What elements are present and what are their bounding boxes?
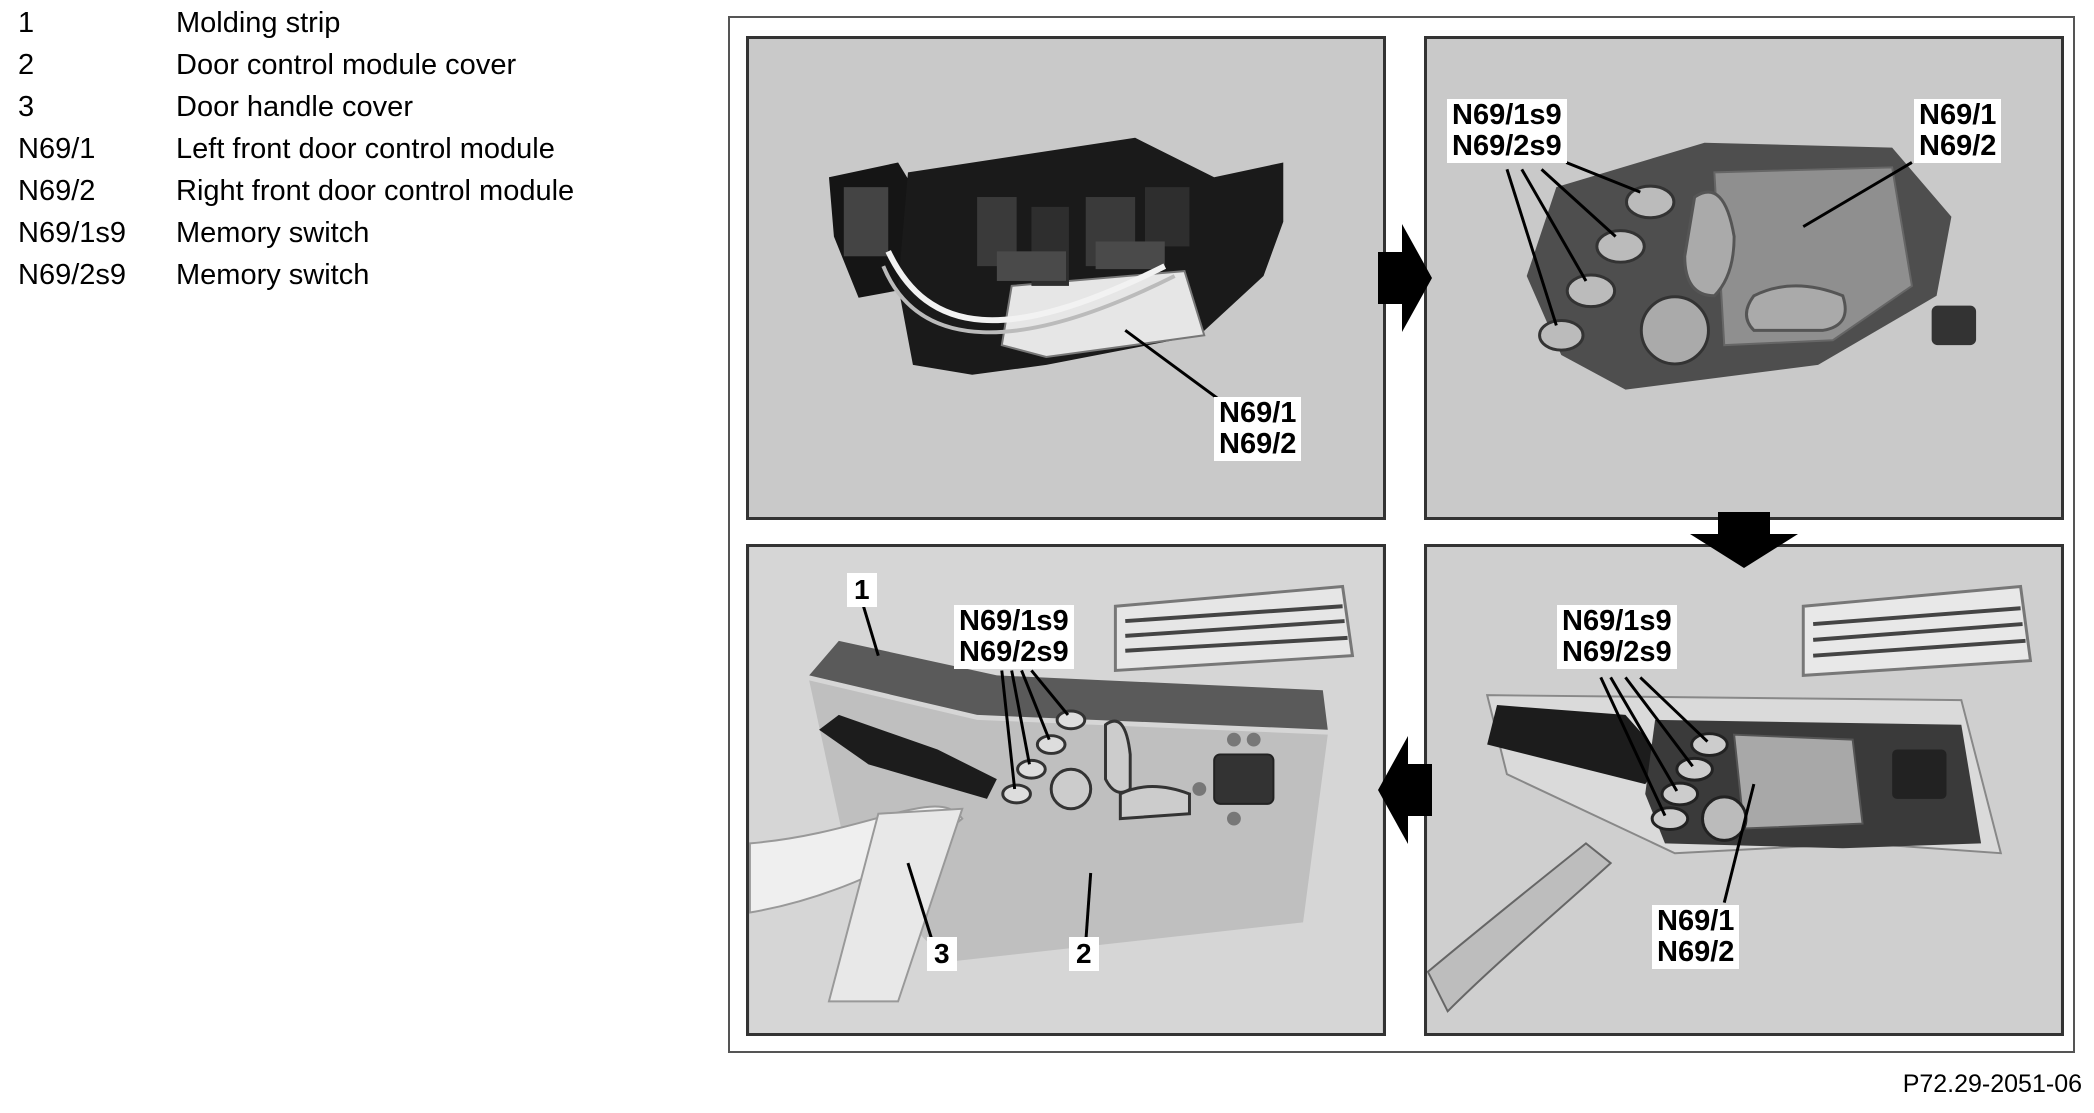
legend-description: Memory switch: [176, 216, 370, 249]
arrow-down-icon: [1690, 512, 1798, 568]
module-label-line2: N69/2: [1657, 936, 1735, 968]
legend-key: 2: [18, 48, 35, 81]
module-label-line1: N69/1: [1919, 99, 1997, 131]
legend-key: N69/1s9: [18, 216, 127, 249]
module-label-line2: N69/2: [1219, 428, 1297, 460]
legend-row: N69/1s9 Memory switch: [18, 212, 698, 254]
callout-number-3: 3: [927, 937, 957, 971]
arrow-right-icon: [1378, 224, 1432, 332]
legend-description: Door handle cover: [176, 90, 413, 123]
module-switches-illustration: [1505, 142, 1977, 390]
legend-description: Left front door control module: [176, 132, 555, 165]
legend-key: N69/1: [18, 132, 96, 165]
legend-key: 1: [18, 6, 35, 39]
module-label-line1: N69/1: [1219, 397, 1297, 429]
module-callout: N69/1 N69/2: [1652, 905, 1740, 969]
legend-row: 2 Door control module cover: [18, 44, 698, 86]
arrow-left-icon: [1378, 736, 1432, 844]
switch-callout: N69/1s9 N69/2s9: [1447, 99, 1567, 163]
switch-callout: N69/1s9 N69/2s9: [954, 605, 1074, 669]
legend-row: N69/2 Right front door control module: [18, 170, 698, 212]
module-installed-illustration: [1427, 547, 2061, 1033]
switch-label-line2: N69/2s9: [1562, 636, 1672, 668]
legend-description: Memory switch: [176, 258, 370, 291]
legend-key: N69/2s9: [18, 258, 127, 291]
module-label-line1: N69/1: [1657, 905, 1735, 937]
legend: 1 Molding strip 2 Door control module co…: [18, 2, 698, 296]
switch-label-line1: N69/1s9: [1562, 605, 1672, 637]
legend-row: 3 Door handle cover: [18, 86, 698, 128]
legend-row: N69/1 Left front door control module: [18, 128, 698, 170]
legend-description: Right front door control module: [176, 174, 575, 207]
switch-callout: N69/1s9 N69/2s9: [1557, 605, 1677, 669]
callout-number-1: 1: [847, 573, 877, 607]
module-callout: N69/1 N69/2: [1214, 397, 1302, 461]
panel-module-with-switches: N69/1s9 N69/2s9 N69/1 N69/2: [1424, 36, 2064, 520]
legend-description: Molding strip: [176, 6, 341, 39]
legend-key: 3: [18, 90, 35, 123]
door-panel-illustration: [749, 547, 1383, 1033]
switch-label-line2: N69/2s9: [959, 636, 1069, 668]
switch-label-line1: N69/1s9: [1452, 99, 1562, 131]
module-label-line2: N69/2: [1919, 130, 1997, 162]
switch-label-line1: N69/1s9: [959, 605, 1069, 637]
legend-row: N69/2s9 Memory switch: [18, 254, 698, 296]
panel-module-installed: N69/1s9 N69/2s9 N69/1 N69/2: [1424, 544, 2064, 1036]
procedure-figure: N69/1 N69/2 N69/1s: [728, 16, 2075, 1053]
module-illustration: [828, 137, 1284, 401]
legend-description: Door control module cover: [176, 48, 517, 81]
figure-code: P72.29-2051-06: [1902, 1070, 2082, 1098]
legend-key: N69/2: [18, 174, 96, 207]
switch-label-line2: N69/2s9: [1452, 130, 1562, 162]
legend-row: 1 Molding strip: [18, 2, 698, 44]
panel-door-control-module: N69/1 N69/2: [746, 36, 1386, 520]
panel-door-panel-assembled: 1 N69/1s9 N69/2s9 3 2: [746, 544, 1386, 1036]
callout-number-2: 2: [1069, 937, 1099, 971]
module-callout: N69/1 N69/2: [1914, 99, 2002, 163]
